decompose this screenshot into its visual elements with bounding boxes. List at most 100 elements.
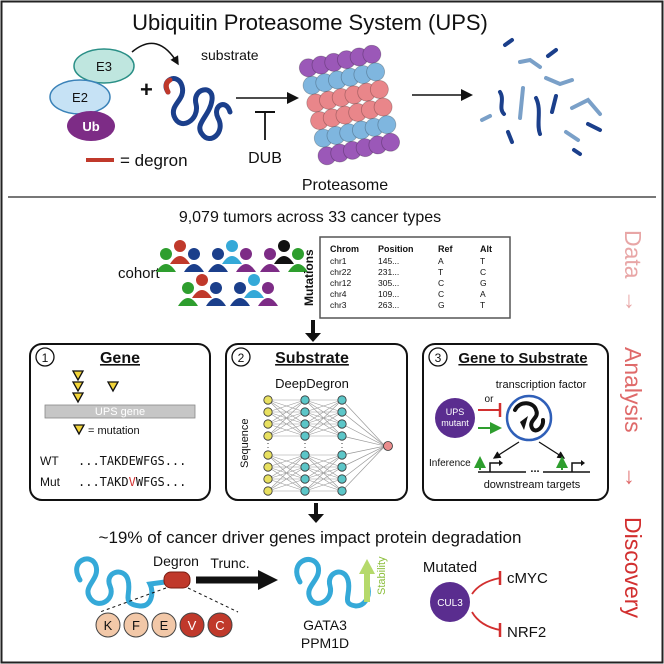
cohort-label: cohort xyxy=(118,265,161,282)
cul3-label: CUL3 xyxy=(437,598,463,609)
person-head-icon xyxy=(234,282,246,294)
person-body-icon xyxy=(156,264,176,272)
nn-node xyxy=(263,407,273,417)
nn-node xyxy=(337,431,347,441)
nn-connection xyxy=(267,411,306,437)
nn-connection xyxy=(341,445,386,480)
mutations-table-cell: 109... xyxy=(378,289,399,299)
person-head-icon xyxy=(212,248,224,260)
person-body-icon xyxy=(206,298,226,306)
degron-zoom-right xyxy=(187,587,239,613)
person-head-icon xyxy=(174,240,186,252)
gene-panel-number-badge xyxy=(35,347,55,367)
residue-letter: F xyxy=(132,618,140,633)
e2-label: E2 xyxy=(72,90,88,105)
mut-residue: V xyxy=(129,475,136,489)
truncation-label: Trunc. xyxy=(210,555,249,571)
wt-sequence: ...TAKDEWFGS... xyxy=(78,454,186,468)
residue-bead xyxy=(207,612,233,638)
nn-node xyxy=(263,486,273,496)
transcription-factor-protein xyxy=(513,401,546,433)
deepdegron-label: DeepDegron xyxy=(275,376,349,391)
nn-connection xyxy=(341,423,386,447)
inference-label: Inference xyxy=(429,458,471,469)
nn-node xyxy=(337,450,347,460)
nn-node xyxy=(263,474,273,484)
mutation-legend-icon xyxy=(72,424,86,436)
sequence-axis-label: Sequence xyxy=(239,418,251,468)
nn-node xyxy=(263,395,273,405)
substrate-label: substrate xyxy=(201,47,259,63)
person-body-icon xyxy=(184,264,204,272)
gene-ppm1d: PPM1D xyxy=(301,635,349,651)
nn-connection xyxy=(304,399,343,413)
transcription-factor-label: transcription factor xyxy=(496,379,587,391)
side-flow-arrow-1: → xyxy=(620,290,646,313)
figure-title: Ubiquitin Proteasome System (UPS) xyxy=(132,10,488,35)
nn-connection xyxy=(304,411,343,437)
substrate-panel-number: 2 xyxy=(238,351,245,365)
downstream-gene-tracks xyxy=(478,462,590,473)
patient-cohort-icons xyxy=(156,240,308,306)
residue-letter: V xyxy=(188,618,197,633)
nn-connection xyxy=(341,435,386,447)
nn-node xyxy=(300,474,310,484)
residue-bead xyxy=(123,612,149,638)
person-body-icon xyxy=(244,290,264,298)
side-flow-data: Data xyxy=(620,230,646,279)
nn-connection xyxy=(341,445,386,456)
nn-node xyxy=(263,419,273,429)
person-body-icon xyxy=(230,298,250,306)
gene-ellipsis: ... xyxy=(530,463,539,475)
nn-connection xyxy=(304,454,343,492)
side-flow: Data → Analysis → Discovery xyxy=(620,230,646,618)
person-head-icon xyxy=(262,282,274,294)
person-head-icon xyxy=(248,274,260,286)
ubiquitin-shape xyxy=(67,111,115,141)
residue-bead xyxy=(179,612,205,638)
mut-label: Mut xyxy=(40,475,61,489)
person-head-icon xyxy=(196,274,208,286)
substrate-protein xyxy=(163,76,233,141)
mutations-axis-label: Mutations xyxy=(302,249,316,306)
person-body-icon xyxy=(274,256,294,264)
nn-node xyxy=(337,462,347,472)
nn-connection xyxy=(304,399,343,425)
nn-connection xyxy=(341,399,386,447)
nn-connection xyxy=(304,399,343,437)
nn-node xyxy=(337,419,347,429)
downstream-targets-label: downstream targets xyxy=(484,479,581,491)
mutations-table-header: Alt xyxy=(480,244,492,254)
plus-sign: + xyxy=(140,77,153,102)
substrate-panel-title: Substrate xyxy=(275,350,349,367)
mutations-table-cell: C xyxy=(480,267,486,277)
person-body-icon xyxy=(288,264,308,272)
truncation-arrow-head xyxy=(258,570,278,590)
mutations-table-cell: chr1 xyxy=(330,256,347,266)
discovery-headline: ~19% of cancer driver genes impact prote… xyxy=(99,528,522,547)
mutations-table-cell: T xyxy=(480,300,485,310)
nn-node xyxy=(300,462,310,472)
wt-label: WT xyxy=(40,454,59,468)
stabilized-protein xyxy=(294,557,371,609)
proteasome-subunits xyxy=(298,44,400,166)
mutations-table-cell: chr22 xyxy=(330,267,352,277)
gene-gata3: GATA3 xyxy=(303,617,347,633)
mut-sequence-prefix: ...TAKD xyxy=(78,475,129,489)
person-body-icon xyxy=(260,264,280,272)
person-head-icon xyxy=(226,240,238,252)
e3-ligase-shape xyxy=(73,48,135,84)
mutations-table-header: Ref xyxy=(438,244,454,254)
arrow-to-discovery-head xyxy=(308,514,324,523)
person-head-icon xyxy=(160,248,172,260)
residue-letter: E xyxy=(160,618,169,633)
protein-with-degron xyxy=(74,556,168,609)
person-head-icon xyxy=(278,240,290,252)
degron-segment xyxy=(163,77,173,95)
proteasome-label: Proteasome xyxy=(302,177,388,194)
person-head-icon xyxy=(182,282,194,294)
ups-gene-bar-label: UPS gene xyxy=(95,406,145,418)
